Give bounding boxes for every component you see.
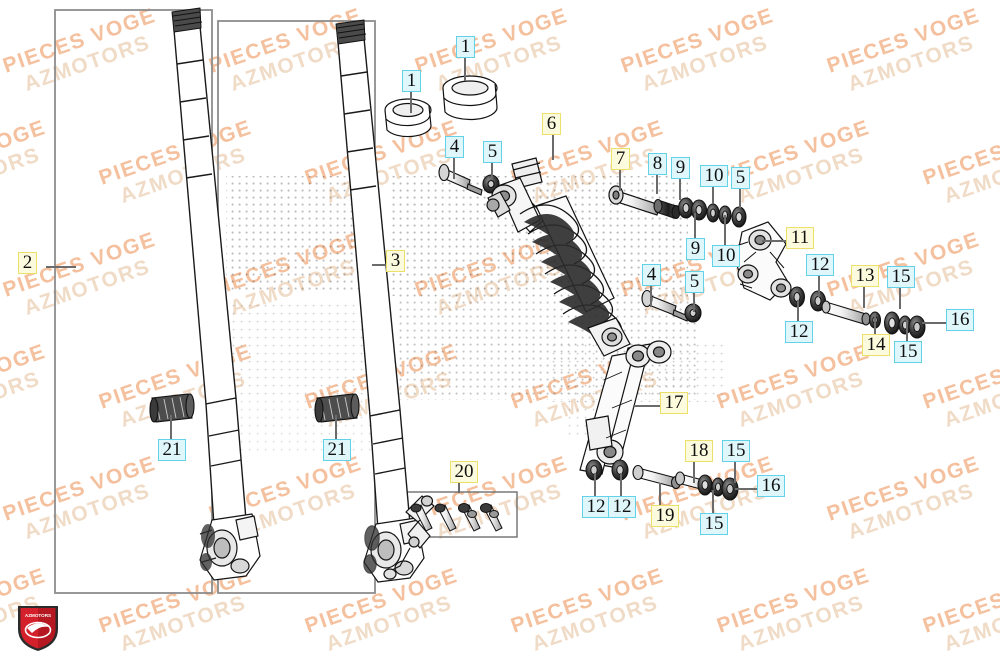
- nut-5b: [731, 206, 747, 228]
- callout-15[interactable]: 15: [887, 266, 915, 288]
- callout-10[interactable]: 10: [712, 245, 740, 267]
- pivot-bolt-upper: [438, 163, 483, 196]
- azmotors-shield-logo: AZMOTORS: [18, 606, 58, 651]
- link-rod-19: [632, 464, 682, 490]
- needle-bearing-10a: [706, 203, 720, 223]
- callout-8[interactable]: 8: [648, 153, 667, 175]
- fork-leg-right: [335, 19, 435, 583]
- callout-19[interactable]: 19: [651, 505, 679, 527]
- spacer-collar-12d: [611, 459, 629, 481]
- callout-leader-line: [659, 483, 661, 505]
- spacer-collar-12c: [585, 459, 603, 481]
- callout-leader-line: [620, 473, 622, 496]
- callout-leader-line: [734, 461, 736, 483]
- callout-leader-line: [464, 57, 466, 81]
- callout-leader-line: [491, 162, 493, 180]
- callout-leader-line: [679, 178, 681, 200]
- callout-2[interactable]: 2: [18, 252, 37, 274]
- callout-13[interactable]: 13: [851, 265, 879, 287]
- callout-1[interactable]: 1: [402, 70, 421, 92]
- callout-18[interactable]: 18: [685, 440, 713, 462]
- callout-leader-line: [762, 240, 786, 242]
- callout-10[interactable]: 10: [700, 165, 728, 187]
- callout-9[interactable]: 9: [671, 157, 690, 179]
- callout-leader-line: [458, 482, 460, 493]
- callout-1[interactable]: 1: [456, 36, 475, 58]
- callout-leader-line: [899, 287, 901, 309]
- callout-14[interactable]: 14: [862, 334, 890, 356]
- callout-15[interactable]: 15: [722, 440, 750, 462]
- swingarm-link-plate-17: [579, 340, 672, 475]
- bushing-sleeve-8: [653, 198, 681, 220]
- fork-dust-seal-cap-b: [442, 75, 498, 121]
- seal-ring-9a: [678, 197, 694, 219]
- callout-4[interactable]: 4: [642, 264, 661, 286]
- fork-protector-boot-right: [314, 393, 360, 423]
- callout-leader-line: [453, 157, 455, 179]
- callout-17[interactable]: 17: [660, 392, 688, 414]
- callout-7[interactable]: 7: [611, 148, 630, 170]
- fork-dust-seal-cap-a: [384, 98, 432, 138]
- callout-leader-line: [170, 415, 172, 439]
- callout-leader-line: [818, 275, 820, 297]
- callout-11[interactable]: 11: [786, 227, 814, 249]
- callout-4[interactable]: 4: [445, 136, 464, 158]
- bolt-set-20: [410, 503, 503, 532]
- callout-3[interactable]: 3: [386, 250, 405, 272]
- callout-leader-line: [739, 188, 741, 208]
- callout-leader-line: [797, 300, 799, 322]
- callout-leader-line: [552, 134, 554, 160]
- callout-leader-line: [594, 473, 596, 496]
- callout-leader-line: [694, 213, 696, 238]
- callout-leader-line: [46, 266, 76, 268]
- callout-leader-line: [335, 415, 337, 439]
- callout-6[interactable]: 6: [542, 113, 561, 135]
- callout-leader-line: [372, 264, 388, 266]
- callout-leader-line: [712, 186, 714, 204]
- fork-leg-left: [171, 7, 261, 581]
- callout-leader-line: [619, 169, 621, 191]
- fork-protector-boot-left: [149, 393, 195, 423]
- flat-washer-15c: [697, 474, 713, 496]
- callout-leader-line: [410, 91, 412, 113]
- rear-shock-absorber: [486, 157, 631, 357]
- callout-12[interactable]: 12: [785, 321, 813, 343]
- flat-washer-15a: [884, 311, 900, 335]
- callout-leader-line: [922, 322, 946, 324]
- callout-leader-line: [874, 313, 876, 335]
- callout-leader-line: [693, 461, 695, 483]
- callout-15[interactable]: 15: [894, 341, 922, 363]
- callout-leader-line: [906, 320, 908, 342]
- callout-5[interactable]: 5: [731, 167, 750, 189]
- callout-21[interactable]: 21: [323, 439, 351, 461]
- callout-leader-line: [650, 285, 652, 307]
- callout-12[interactable]: 12: [582, 496, 610, 518]
- callout-leader-line: [735, 488, 757, 490]
- callout-leader-line: [712, 490, 714, 513]
- callout-12[interactable]: 12: [608, 496, 636, 518]
- callout-leader-line: [863, 286, 865, 308]
- callout-16[interactable]: 16: [757, 475, 785, 497]
- callout-leader-line: [693, 292, 695, 312]
- linkage-rocker-arm-11: [735, 221, 792, 301]
- logo-text: AZMOTORS: [25, 613, 51, 618]
- callout-leader-line: [724, 215, 726, 245]
- callout-5[interactable]: 5: [483, 141, 502, 163]
- callout-leader-line: [656, 174, 658, 194]
- pivot-shaft-13: [821, 300, 871, 326]
- callout-12[interactable]: 12: [806, 254, 834, 276]
- callout-21[interactable]: 21: [158, 439, 186, 461]
- lock-nut-16a: [908, 315, 926, 339]
- callout-9[interactable]: 9: [686, 238, 705, 260]
- callout-5[interactable]: 5: [685, 271, 704, 293]
- callout-20[interactable]: 20: [450, 461, 478, 483]
- callout-15[interactable]: 15: [700, 513, 728, 535]
- halftone-ghost-right: [388, 176, 724, 436]
- callout-leader-line: [634, 405, 660, 407]
- callout-16[interactable]: 16: [946, 309, 974, 331]
- pivot-bolt-lower: [641, 289, 689, 322]
